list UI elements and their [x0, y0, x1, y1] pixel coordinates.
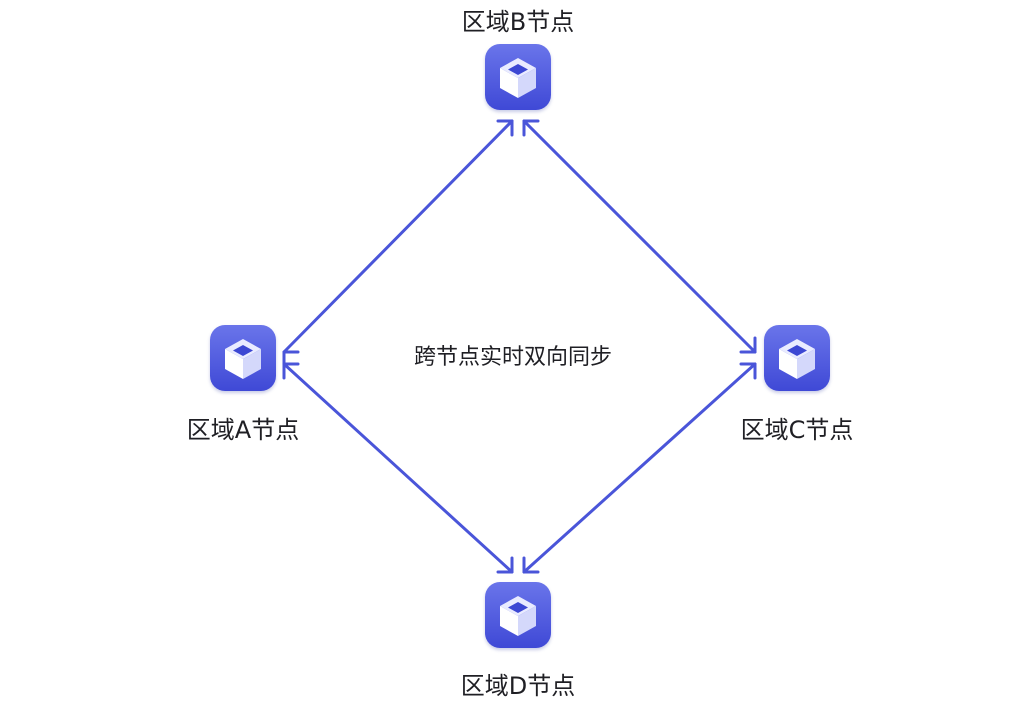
box-icon [500, 58, 536, 98]
box-icon [779, 339, 815, 379]
arrowhead-a-start [282, 362, 300, 380]
arrowhead-c-start [739, 362, 757, 380]
arrowhead-b-start [522, 119, 540, 137]
box-icon [500, 596, 536, 636]
box-icon [225, 339, 261, 379]
node-b [485, 44, 551, 110]
node-c-label: 区域C节点 [740, 416, 854, 444]
arrow-b-c [522, 119, 757, 354]
arrowhead-c-end [739, 336, 757, 354]
arrow-d-a [282, 362, 514, 574]
arrowhead-d-end [522, 556, 540, 574]
arrowhead-d-start [496, 556, 514, 574]
node-b-label: 区域B节点 [461, 8, 575, 36]
arrow-a-b [282, 119, 514, 354]
node-d-label: 区域D节点 [460, 672, 576, 700]
node-d [485, 582, 551, 648]
arrow-c-d [522, 362, 757, 574]
center-caption: 跨节点实时双向同步 [413, 345, 612, 370]
node-c [764, 325, 830, 391]
arrowhead-b-end [496, 119, 514, 137]
node-a [210, 325, 276, 391]
arrowhead-a-end [282, 350, 300, 368]
node-a-label: 区域A节点 [186, 416, 300, 444]
